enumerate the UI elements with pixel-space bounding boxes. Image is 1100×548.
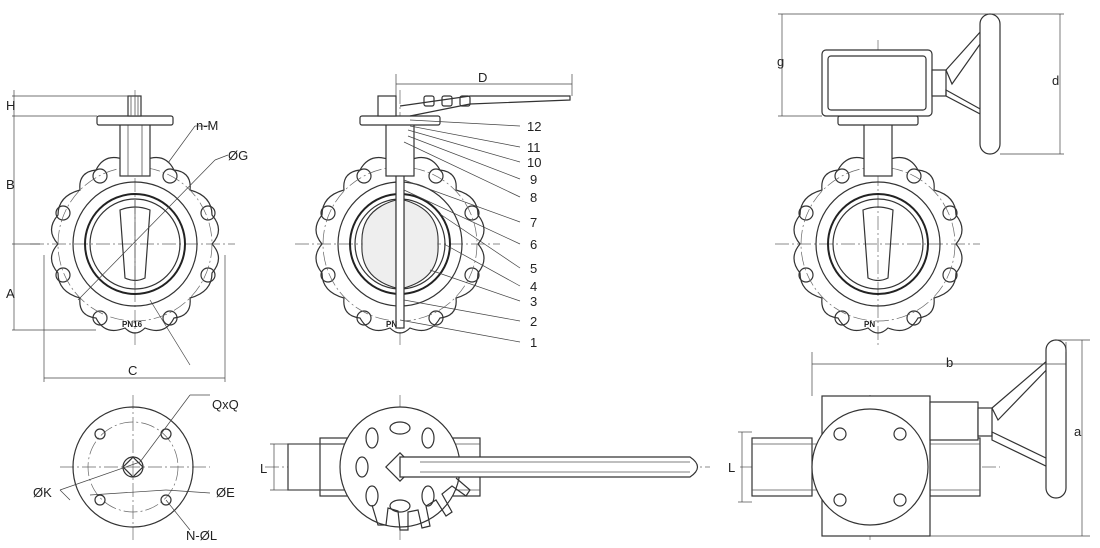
- part-number: 4: [530, 279, 537, 294]
- bolt-hole: [162, 310, 178, 326]
- top-flange: [96, 115, 174, 126]
- bolt-hole: [200, 267, 216, 283]
- part-number: 11: [527, 140, 541, 155]
- front-view: [12, 90, 235, 382]
- part-number: 7: [530, 215, 537, 230]
- dim-G-label: ØG: [228, 148, 248, 163]
- dim-g-label: g: [777, 54, 784, 69]
- dim-b-label: b: [946, 355, 953, 370]
- disc-section: [361, 199, 397, 289]
- bolt-hole: [92, 310, 108, 326]
- side-section-view: [295, 74, 573, 345]
- part-number: 9: [530, 172, 537, 187]
- dim-nM-label: n-M: [196, 118, 218, 133]
- dim-NL-label: N-ØL: [186, 528, 217, 543]
- pn16-marking: PN16: [122, 320, 143, 329]
- dim-L-label: L: [260, 461, 267, 476]
- dim-K-label: ØK: [33, 485, 52, 500]
- part-number: 2: [530, 314, 537, 329]
- gear-teeth: [371, 477, 471, 531]
- square-drive: [122, 456, 144, 478]
- part-number: 6: [530, 237, 537, 252]
- flange-outline: [72, 406, 194, 528]
- bolt-hole: [55, 205, 71, 221]
- part-number: 12: [527, 119, 541, 134]
- top-flange-view: [59, 394, 211, 540]
- gear-top-view: [738, 339, 1090, 540]
- lever-handle: [399, 456, 699, 478]
- dim-H-label: H: [6, 98, 15, 113]
- part-number: 3: [530, 294, 537, 309]
- handwheel: [979, 13, 1001, 155]
- dim-d-label: d: [1052, 73, 1059, 88]
- dim-A-label: A: [6, 286, 15, 301]
- handle-top-view: [265, 395, 710, 540]
- dim-E-label: ØE: [216, 485, 235, 500]
- dim-a-label: a: [1074, 424, 1082, 439]
- bolt-hole: [162, 168, 178, 184]
- pn-marking: PN: [386, 320, 397, 329]
- gear-front-view: [775, 13, 1064, 345]
- part-number: 5: [530, 261, 537, 276]
- pn-marking: PN: [864, 320, 875, 329]
- dim-QxQ-label: QxQ: [212, 397, 239, 412]
- bolt-hole: [55, 267, 71, 283]
- valve-stem: [127, 95, 142, 117]
- bolt-hole: [92, 168, 108, 184]
- part-number: 10: [527, 155, 541, 170]
- valve-disc: [119, 206, 151, 282]
- dim-D-label: D: [478, 70, 487, 85]
- flange-pitch-circle: [87, 421, 179, 513]
- dim-B-label: B: [6, 177, 15, 192]
- dim-L-label: L: [728, 460, 735, 475]
- valve-neck: [119, 123, 151, 177]
- handle-head: [377, 95, 397, 117]
- part-number: 1: [530, 335, 537, 350]
- lever-handle: [399, 95, 571, 117]
- dim-C-label: C: [128, 363, 137, 378]
- gear-input-shaft: [931, 69, 947, 97]
- part-number: 8: [530, 190, 537, 205]
